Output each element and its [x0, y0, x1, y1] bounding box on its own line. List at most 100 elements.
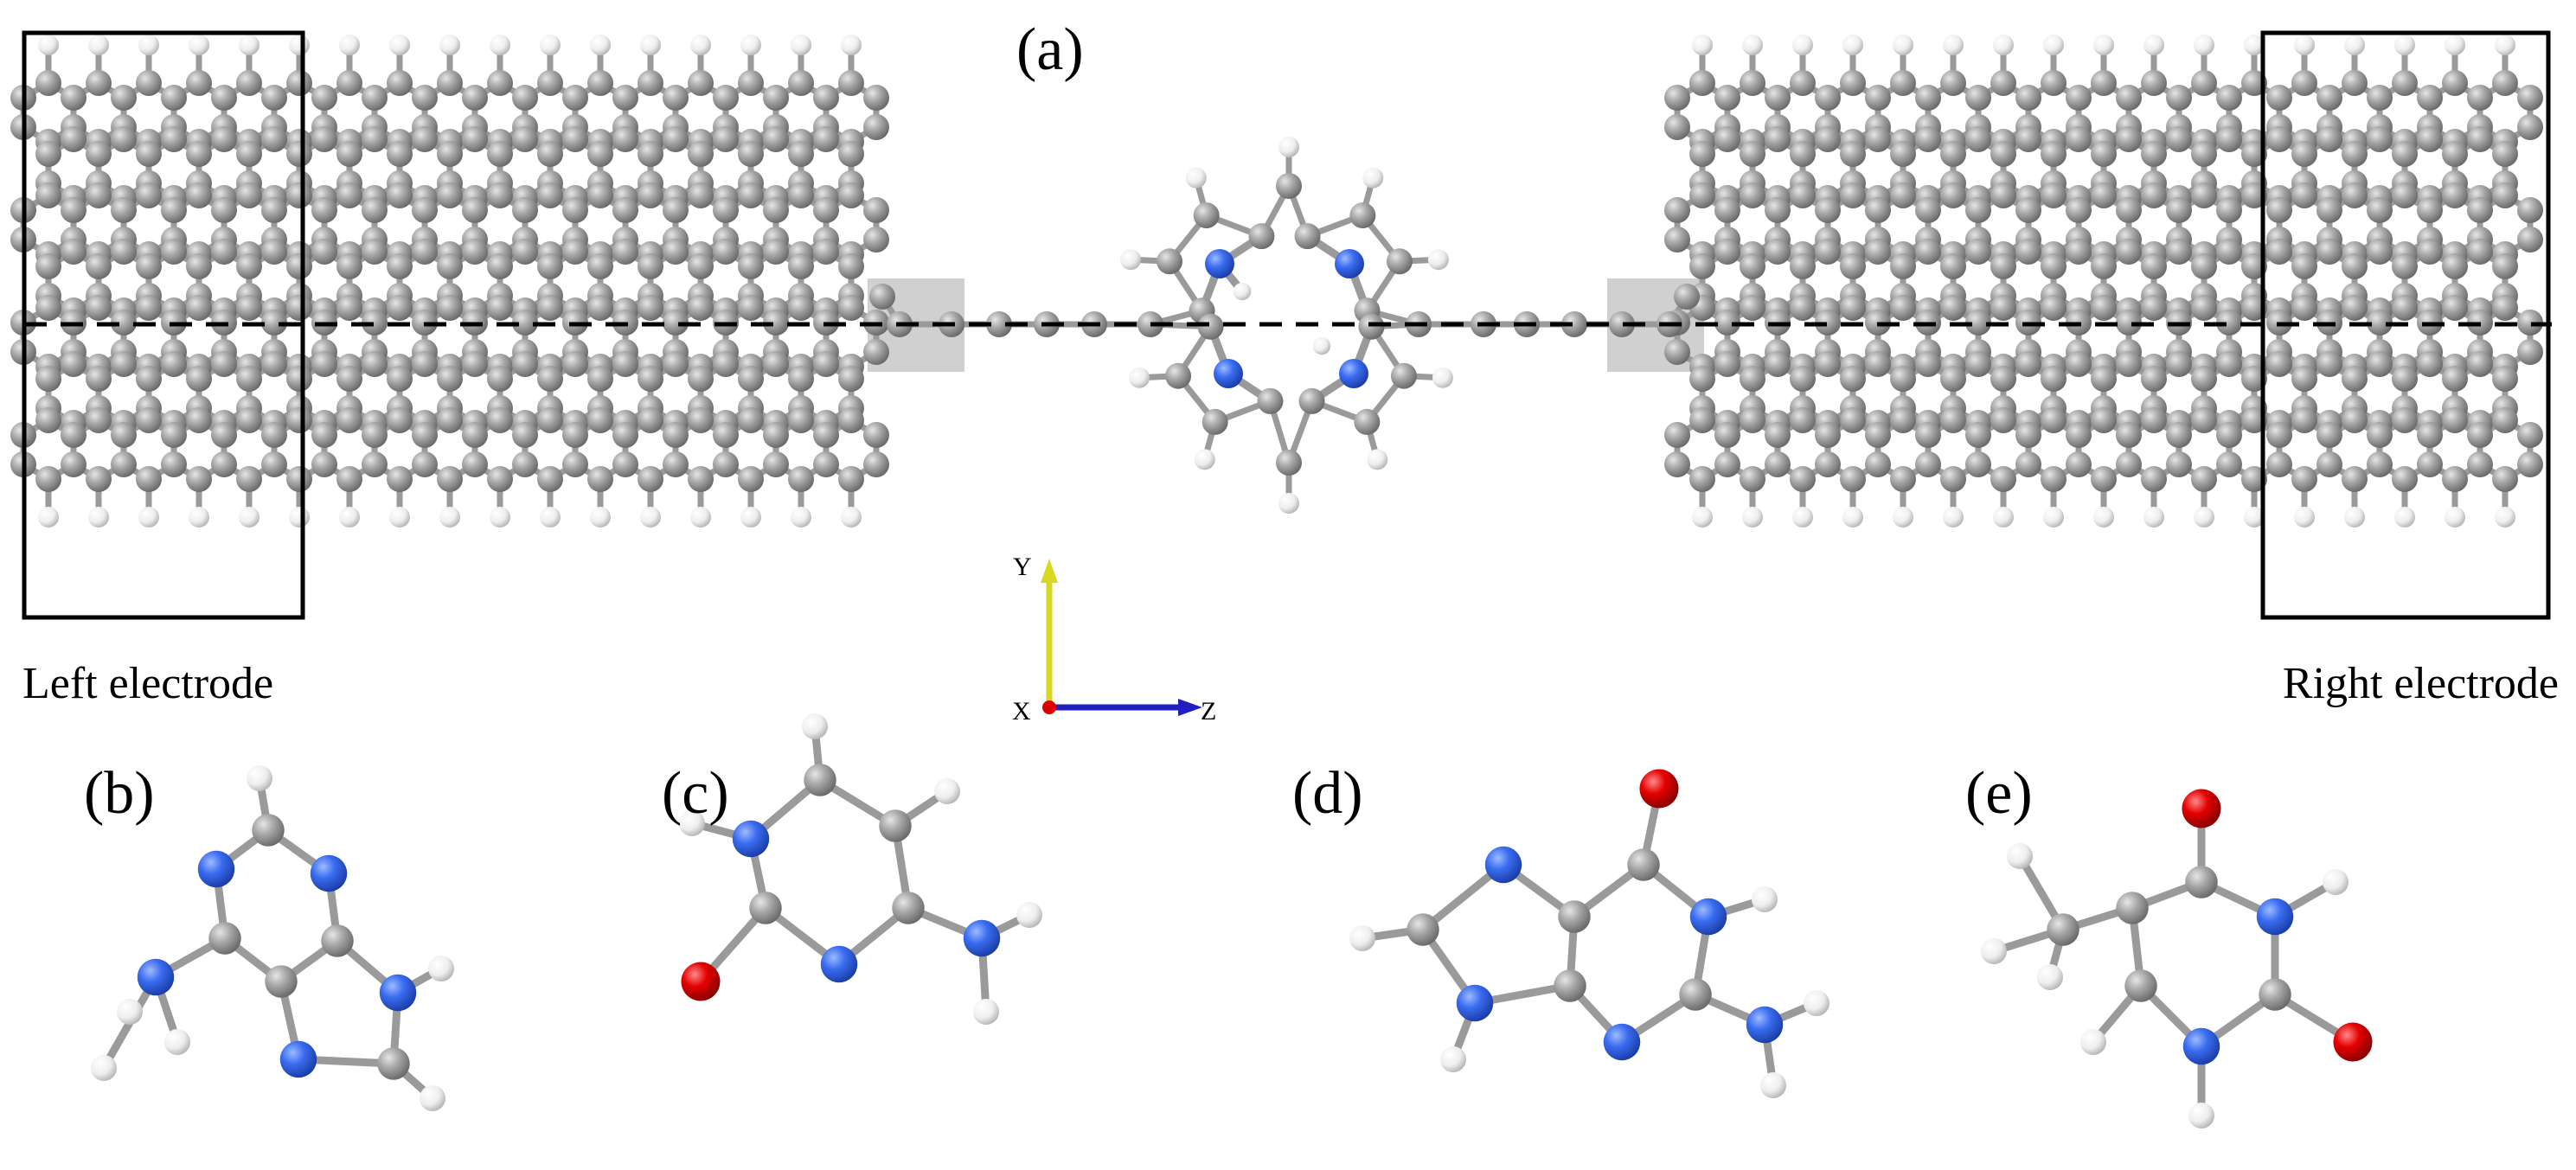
- carbon-atom: [986, 311, 1012, 337]
- carbon-atom: [1865, 351, 1891, 377]
- carbon-atom: [311, 239, 337, 265]
- nitrogen-atom: [2256, 898, 2294, 936]
- carbon-atom: [788, 366, 814, 392]
- carbon-atom: [1197, 313, 1224, 340]
- carbon-atom: [2124, 969, 2157, 1002]
- carbon-atom: [512, 126, 538, 152]
- hydrogen-atom: [138, 35, 159, 55]
- nitrogen-atom: [2182, 1027, 2220, 1065]
- carbon-atom: [2342, 466, 2368, 492]
- carbon-atom: [2367, 239, 2393, 265]
- carbon-atom: [688, 295, 714, 321]
- carbon-atom: [2091, 295, 2117, 321]
- carbon-atom: [35, 407, 61, 433]
- hydrogen-atom: [1129, 367, 1150, 388]
- carbon-atom: [738, 182, 764, 208]
- carbon-atom: [1990, 366, 2016, 392]
- carbon-atom: [1840, 70, 1866, 96]
- carbon-atom: [61, 451, 87, 477]
- carbon-atom: [211, 126, 237, 152]
- hydrogen-atom: [1742, 35, 1763, 55]
- carbon-atom: [1990, 407, 2016, 433]
- carbon-atom: [638, 295, 663, 321]
- carbon-atom: [186, 253, 212, 279]
- carbon-atom: [863, 85, 889, 111]
- carbon-atom: [2442, 70, 2468, 96]
- right-electrode-label: Right electrode: [2283, 659, 2559, 708]
- carbon-atom: [688, 466, 714, 492]
- carbon-atom: [136, 295, 162, 321]
- carbon-atom: [261, 239, 287, 265]
- carbon-atom: [2417, 351, 2443, 377]
- carbon-atom: [1815, 351, 1841, 377]
- carbon-atom: [136, 182, 162, 208]
- z-axis-arrowhead: [1178, 699, 1202, 716]
- hydrogen-atom: [2188, 1103, 2214, 1128]
- carbon-atom: [713, 351, 739, 377]
- carbon-atom: [161, 239, 187, 265]
- carbon-atom: [2417, 451, 2443, 477]
- carbon-atom: [387, 466, 413, 492]
- carbon-atom: [61, 239, 87, 265]
- carbon-atom: [286, 295, 312, 321]
- carbon-atom: [1990, 141, 2016, 167]
- hydrogen-atom: [2007, 843, 2033, 869]
- carbon-atom: [2417, 422, 2443, 448]
- carbon-atom: [2442, 182, 2468, 208]
- carbon-atom: [738, 295, 764, 321]
- hydrogen-atom: [289, 35, 310, 55]
- nitrogen-atom: [1689, 898, 1727, 936]
- carbon-atom: [336, 407, 362, 433]
- carbon-atom: [2185, 866, 2218, 898]
- carbon-atom: [2442, 366, 2468, 392]
- carbon-atom: [2116, 85, 2142, 111]
- hydrogen-atom: [841, 507, 862, 527]
- carbon-atom: [412, 85, 438, 111]
- carbon-atom: [86, 70, 112, 96]
- carbon-atom: [136, 466, 162, 492]
- carbon-atom: [838, 253, 864, 279]
- carbon-atom: [2166, 239, 2192, 265]
- carbon-atom: [2116, 239, 2142, 265]
- carbon-atom: [437, 182, 463, 208]
- carbon-atom: [336, 295, 362, 321]
- carbon-atom: [2191, 253, 2217, 279]
- carbon-atom: [2141, 466, 2167, 492]
- hydrogen-atom: [1432, 367, 1453, 388]
- carbon-atom: [1965, 85, 1991, 111]
- carbon-atom: [2141, 407, 2167, 433]
- carbon-atom: [2467, 85, 2493, 111]
- carbon-atom: [2015, 197, 2041, 223]
- hydrogen-atom: [740, 507, 761, 527]
- carbon-atom: [2467, 422, 2493, 448]
- carbon-atom: [35, 182, 61, 208]
- carbon-atom: [1840, 295, 1866, 321]
- carbon-atom: [1558, 900, 1591, 933]
- oxygen-atom: [681, 962, 721, 1001]
- carbon-atom: [211, 239, 237, 265]
- hydrogen-atom: [791, 35, 811, 55]
- carbon-atom: [1940, 407, 1966, 433]
- hydrogen-atom: [2043, 507, 2064, 527]
- carbon-atom: [788, 253, 814, 279]
- carbon-atom: [1714, 197, 1740, 223]
- carbon-atom: [1276, 173, 1302, 199]
- carbon-atom: [362, 351, 388, 377]
- hydrogen-atom: [490, 507, 510, 527]
- carbon-atom: [1790, 466, 1816, 492]
- hydrogen-atom: [239, 507, 260, 527]
- carbon-atom: [1790, 407, 1816, 433]
- carbon-atom: [2392, 70, 2418, 96]
- carbon-atom: [638, 253, 663, 279]
- carbon-atom: [1714, 422, 1740, 448]
- carbon-atom: [738, 466, 764, 492]
- carbon-atom: [86, 407, 112, 433]
- hydrogen-atom: [540, 507, 561, 527]
- hydrogen-atom: [1016, 902, 1042, 928]
- carbon-atom: [612, 126, 638, 152]
- carbon-atom: [1765, 126, 1791, 152]
- carbon-atom: [387, 366, 413, 392]
- carbon-atom: [863, 451, 889, 477]
- hydrogen-atom: [420, 1085, 445, 1111]
- carbon-atom: [512, 85, 538, 111]
